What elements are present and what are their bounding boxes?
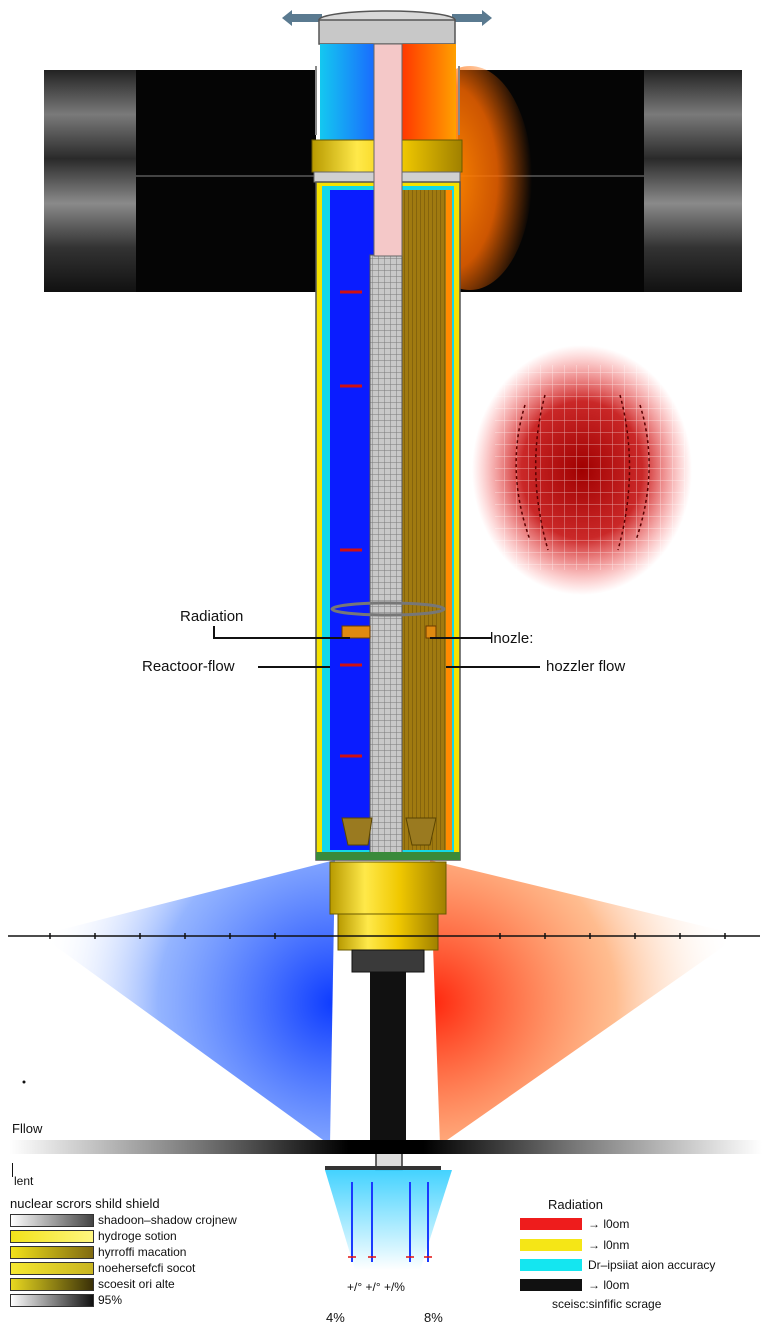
legend-swatch xyxy=(10,1213,94,1227)
pct-row: +/° +/° +/% xyxy=(347,1280,405,1294)
right-legend-item: Dr–ipsiiat aion accuracy xyxy=(520,1258,715,1272)
pct-right: 8% xyxy=(424,1310,443,1325)
legend-swatch xyxy=(10,1261,94,1275)
legend-item-label: scoesit ori alte xyxy=(98,1277,175,1291)
left-legend-item: scoesit ori alte xyxy=(10,1277,175,1291)
right-legend-title: Radiation xyxy=(548,1197,603,1212)
left-legend-item: noehersefcfi socot xyxy=(10,1261,195,1275)
left-drum xyxy=(44,70,316,292)
legend-item-label: → l0om xyxy=(588,1217,630,1231)
legend-item-label: 95% xyxy=(98,1293,123,1307)
left-legend-title: nuclear scrors shild shield xyxy=(10,1196,160,1211)
reactor-vessel xyxy=(315,43,461,861)
legend-swatch xyxy=(520,1239,582,1251)
legend-item-label: Dr–ipsiiat aion accuracy xyxy=(588,1258,716,1272)
radiation-blob xyxy=(472,345,692,595)
radiation-label: Radiation xyxy=(180,608,244,625)
exhaust-fans xyxy=(40,860,740,1145)
legend-swatch xyxy=(10,1277,94,1291)
left-legend-item: shadoon–shadow crojnew xyxy=(10,1213,237,1227)
right-legend-item: → l0om xyxy=(520,1217,629,1231)
flow-bar xyxy=(10,1140,762,1154)
flow-label: Fllow xyxy=(12,1121,43,1136)
right-legend-item: → l0nm xyxy=(520,1238,629,1252)
right-legend-footer: sceisc:sinfific scrage xyxy=(552,1297,662,1311)
right-legend-item: → l0om xyxy=(520,1278,629,1292)
left-legend-item: hyrroffi macation xyxy=(10,1245,186,1259)
legend-item-label: noehersefcfi socot xyxy=(98,1261,196,1275)
nozzle-label: lnozle: xyxy=(490,630,534,647)
legend-item-label: hydroge sotion xyxy=(98,1229,177,1243)
ruler-line xyxy=(8,933,760,939)
top-cap xyxy=(282,10,492,45)
legend-swatch xyxy=(10,1245,94,1259)
exhaust-jets xyxy=(325,1170,452,1270)
legend-swatch xyxy=(520,1279,582,1291)
lent-label: lent xyxy=(14,1174,34,1188)
pct-left: 4% xyxy=(326,1310,345,1325)
nozzle-assembly xyxy=(325,861,447,1171)
reactor-flow-label: Reactoor-flow xyxy=(142,658,235,675)
left-legend-item: 95% xyxy=(10,1293,122,1307)
legend-item-label: shadoon–shadow crojnew xyxy=(98,1213,237,1227)
legend-swatch xyxy=(520,1218,582,1230)
nozzle-flow-label: hozzler flow xyxy=(546,658,626,675)
lent-marker xyxy=(12,1163,13,1177)
legend-swatch xyxy=(520,1259,582,1271)
left-legend-item: hydroge sotion xyxy=(10,1229,177,1243)
legend-item-label: → l0om xyxy=(588,1278,630,1292)
legend-swatch xyxy=(10,1229,94,1243)
legend-item-label: hyrroffi macation xyxy=(98,1245,187,1259)
leader-lines xyxy=(213,626,540,668)
legend-item-label: → l0nm xyxy=(588,1238,630,1252)
legend-swatch xyxy=(10,1293,94,1307)
